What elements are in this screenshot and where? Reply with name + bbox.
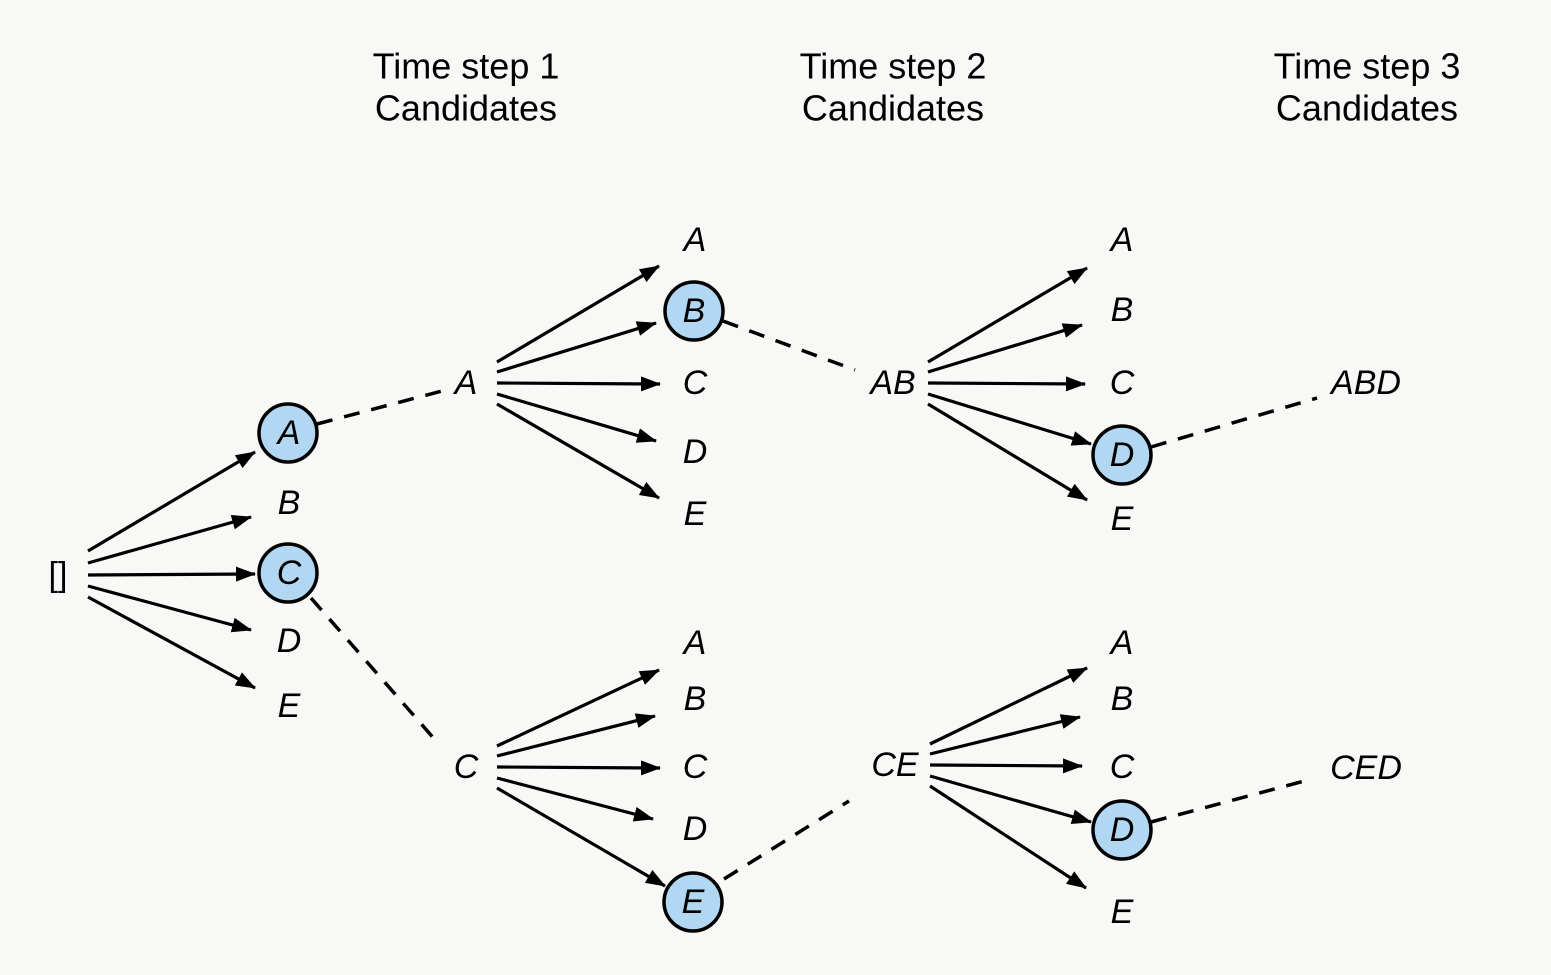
arrow-ce-c — [929, 758, 1083, 774]
step3-ce-candidate-c: C — [1110, 748, 1135, 786]
beam-links — [309, 319, 1318, 881]
arrow-ab-e — [927, 402, 1088, 502]
selected-node-circles — [257, 280, 1153, 933]
beam-node-ab: AB — [868, 364, 915, 402]
selected-circle-step1-c — [257, 542, 319, 604]
beam-link-a-to-a — [316, 389, 443, 426]
header-timestep3-line1: Time step 3 — [1274, 46, 1461, 87]
arrow-root-b — [87, 514, 252, 565]
beam-node-ce: CE — [871, 746, 919, 784]
expansion-arrows — [87, 264, 1092, 890]
beam-node-c: C — [454, 748, 479, 786]
beam-link-e-to-ce — [723, 799, 850, 881]
selected-circle-step1-a — [257, 402, 319, 464]
step3-ce-candidate-d: D — [1110, 811, 1135, 849]
step3-ab-candidate-a: A — [1109, 221, 1134, 259]
step2-c-candidate-d: D — [683, 810, 708, 848]
arrow-root-c — [87, 566, 256, 582]
arrow-ce-b — [929, 714, 1081, 756]
arrow-c-c — [496, 760, 661, 776]
node-labels: [] A B C D E A A B C D E C A B C D E AB … — [49, 221, 1402, 931]
arrow-a-e — [496, 402, 660, 500]
arrow-a-a — [496, 264, 660, 364]
arrow-c-d — [496, 776, 654, 822]
arrow-c-b — [496, 713, 656, 758]
step3-ab-candidate-b: B — [1111, 291, 1134, 329]
arrow-c-e — [496, 786, 666, 888]
arrow-c-a — [496, 668, 660, 748]
step3-ce-candidate-b: B — [1111, 680, 1134, 718]
beam-node-a: A — [453, 364, 478, 402]
arrow-ab-c — [927, 376, 1086, 392]
step1-candidate-a: A — [276, 414, 301, 452]
beam-node-ced: CED — [1330, 749, 1402, 787]
step2-a-candidate-e: E — [684, 495, 707, 533]
step2-c-candidate-c: C — [683, 748, 708, 786]
step3-ab-candidate-c: C — [1110, 364, 1135, 402]
arrow-a-d — [496, 392, 657, 443]
step3-ab-candidate-d: D — [1110, 436, 1135, 474]
step2-a-candidate-d: D — [683, 433, 708, 471]
arrow-a-b — [496, 321, 657, 374]
beam-node-abd: ABD — [1329, 364, 1401, 402]
step1-candidate-c: C — [277, 554, 302, 592]
arrow-ab-b — [927, 323, 1083, 374]
arrow-ce-d — [929, 774, 1092, 824]
header-timestep3-line2: Candidates — [1276, 88, 1458, 129]
step1-candidate-b: B — [278, 484, 301, 522]
header-timestep2-line2: Candidates — [802, 88, 984, 129]
arrow-ce-e — [929, 784, 1087, 890]
arrow-a-c — [496, 376, 661, 392]
header-timestep2-line1: Time step 2 — [800, 46, 987, 87]
beam-link-b-to-ab — [722, 319, 856, 372]
header-timestep1-line1: Time step 1 — [373, 46, 560, 87]
step3-ce-candidate-e: E — [1111, 893, 1134, 931]
beam-link-c-to-c — [309, 596, 439, 744]
arrow-root-d — [87, 584, 252, 633]
selected-circle-step3-d-ce — [1091, 799, 1153, 861]
step2-c-candidate-b: B — [684, 680, 707, 718]
column-headers: Time step 1 Candidates Time step 2 Candi… — [373, 46, 1461, 129]
selected-circle-step2-e — [662, 871, 724, 933]
arrow-ab-a — [927, 266, 1088, 364]
step1-candidate-e: E — [278, 687, 301, 725]
step3-ab-candidate-e: E — [1111, 500, 1134, 538]
arrow-ce-a — [929, 666, 1088, 746]
arrow-root-e — [87, 595, 256, 690]
step2-a-candidate-a: A — [682, 221, 707, 259]
selected-circle-step3-d-ab — [1091, 424, 1153, 486]
selected-circle-step2-b — [663, 280, 725, 342]
step2-a-candidate-c: C — [683, 364, 708, 402]
step2-c-candidate-a: A — [682, 624, 707, 662]
root-node-label: [] — [49, 556, 68, 594]
step2-a-candidate-b: B — [683, 292, 706, 330]
step2-c-candidate-e: E — [682, 883, 705, 921]
arrow-ab-d — [927, 392, 1092, 446]
step3-ce-candidate-a: A — [1109, 624, 1134, 662]
arrow-root-a — [87, 450, 256, 553]
beam-link-d-to-abd — [1150, 396, 1318, 449]
beam-link-d-to-ced — [1150, 777, 1313, 824]
header-timestep1-line2: Candidates — [375, 88, 557, 129]
step1-candidate-d: D — [277, 622, 302, 660]
